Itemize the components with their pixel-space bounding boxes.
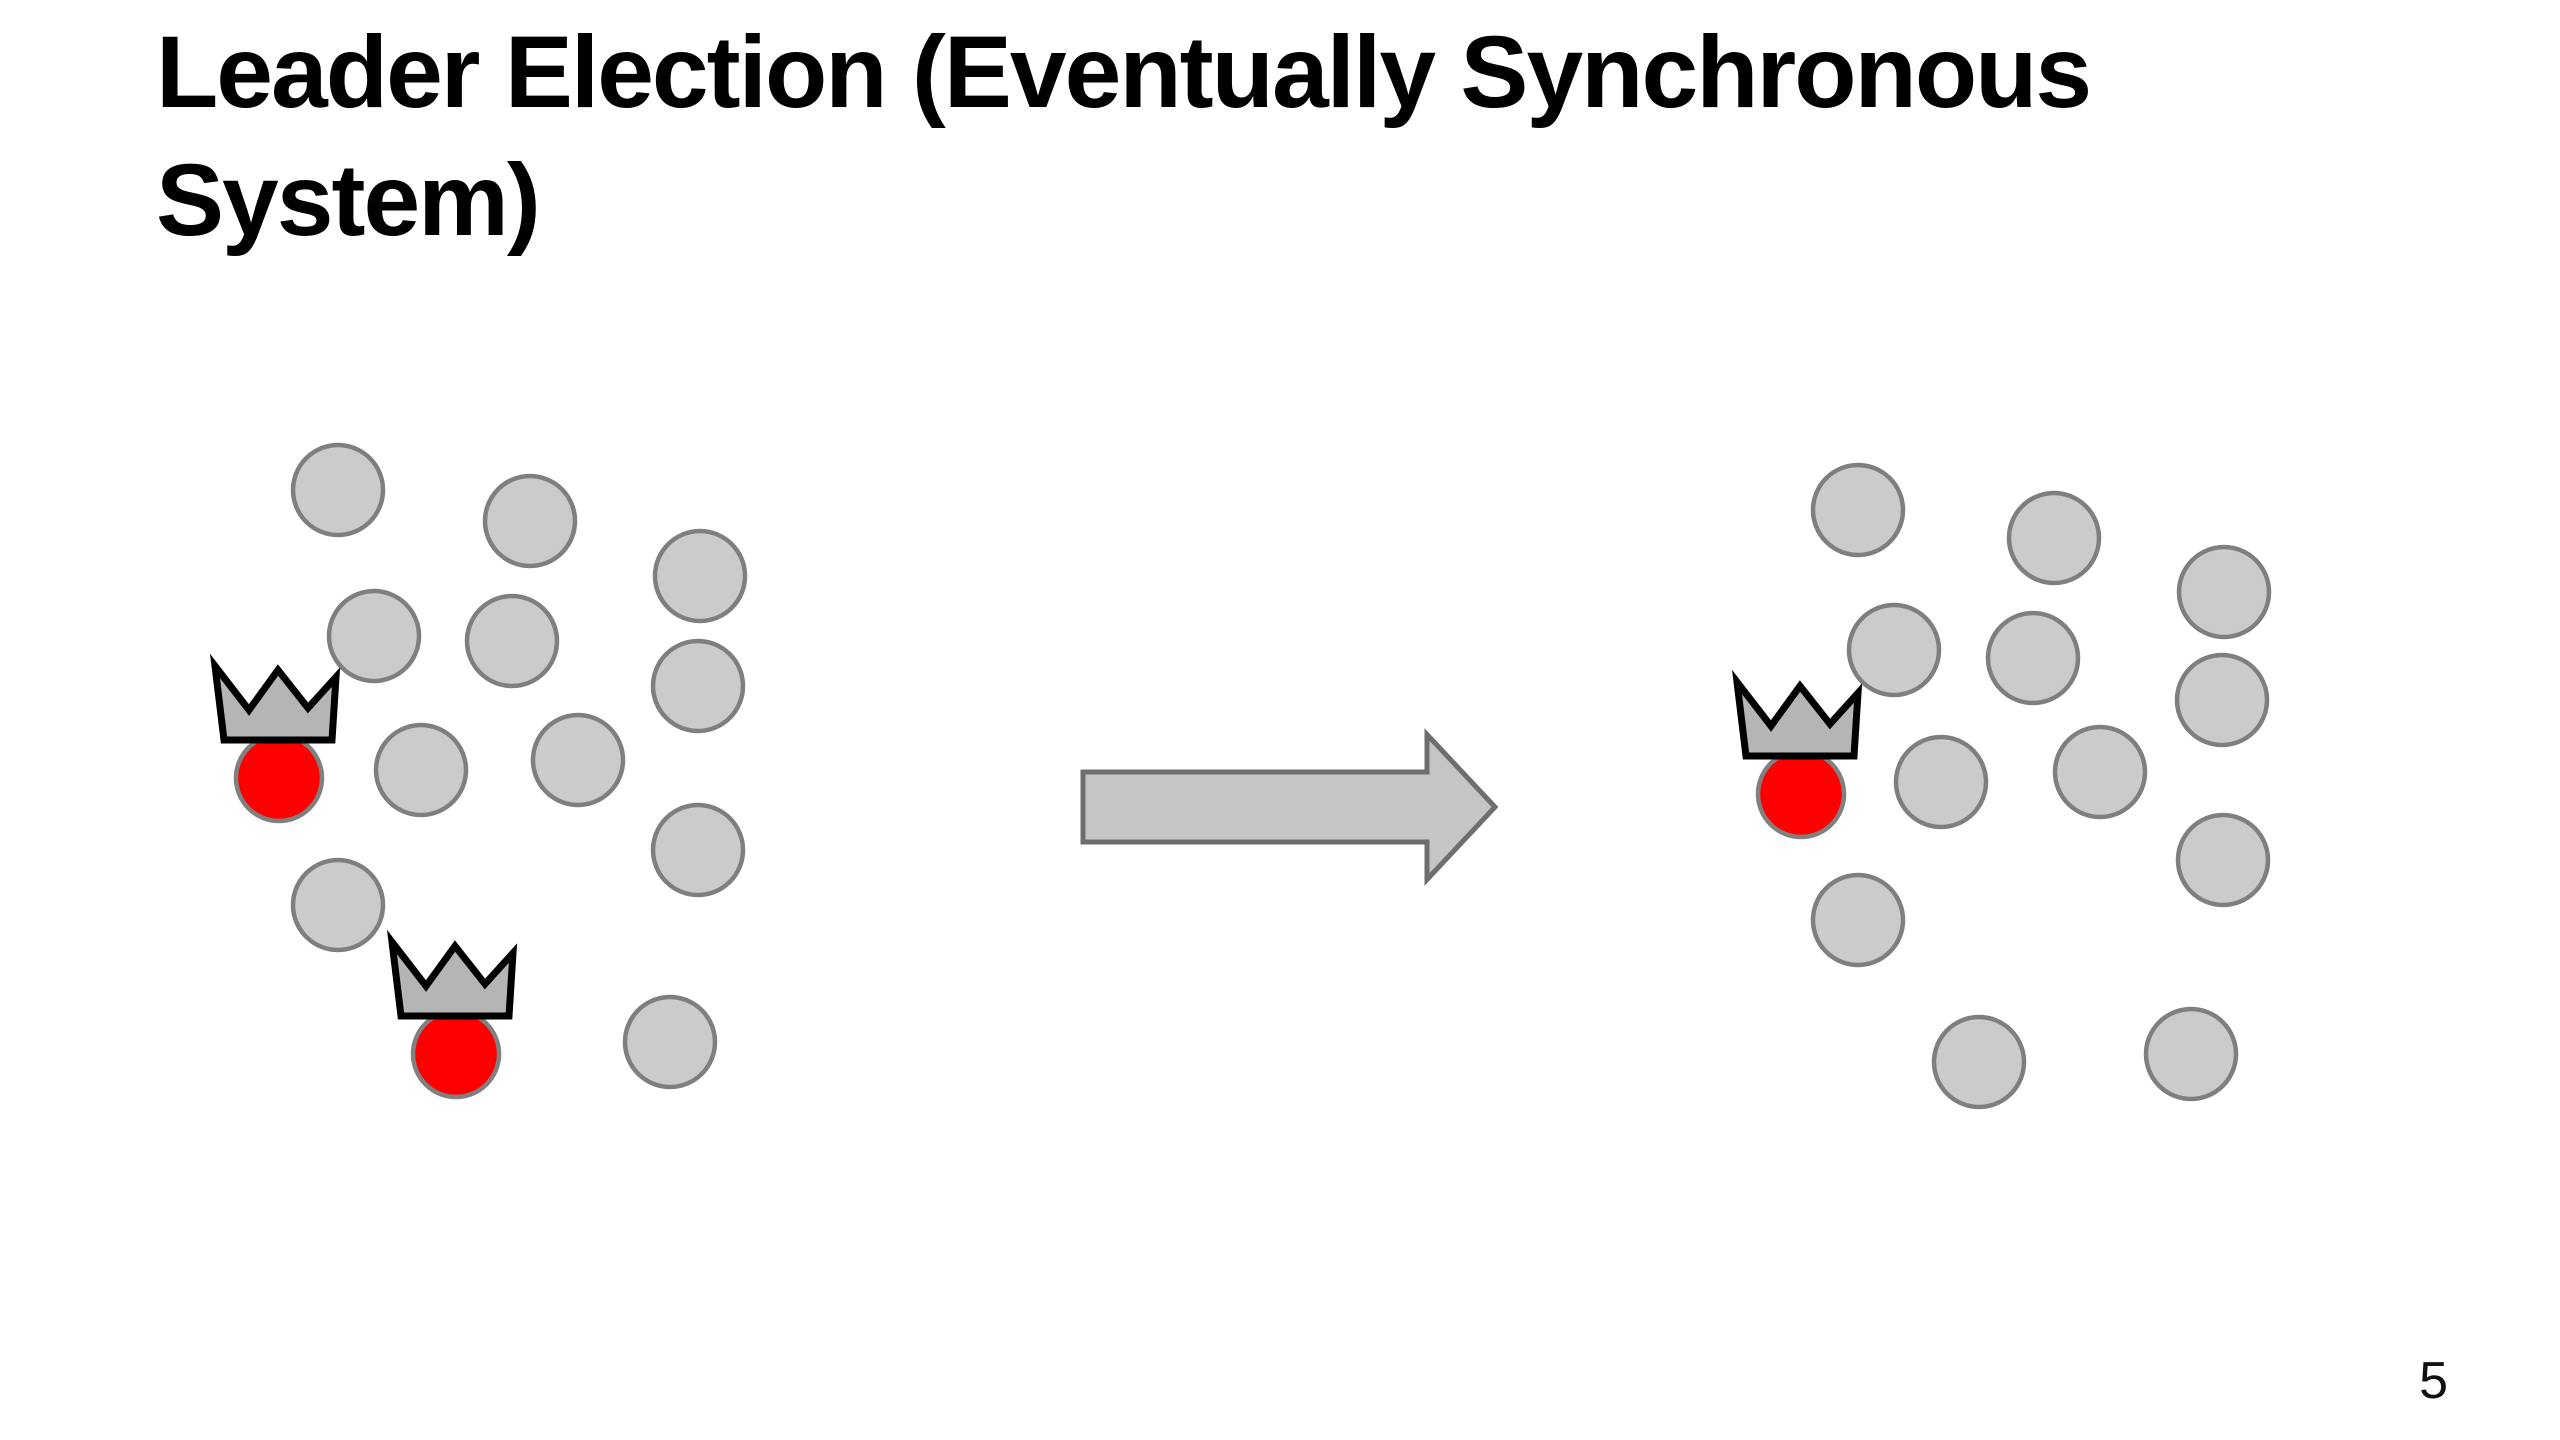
process-node (290, 857, 386, 953)
leader-node (233, 732, 325, 824)
process-node (2052, 724, 2148, 820)
process-node (1931, 1014, 2027, 1110)
process-node (530, 712, 626, 808)
process-node (1985, 610, 2081, 706)
cluster-after (1731, 462, 2272, 1110)
process-node (326, 588, 422, 684)
process-node (1893, 734, 1989, 830)
process-node (2006, 490, 2102, 586)
process-node (1810, 872, 1906, 968)
page-number: 5 (2419, 1352, 2448, 1410)
process-node (482, 473, 578, 569)
crown-icon (209, 653, 341, 744)
process-node (622, 994, 718, 1090)
process-node (1810, 462, 1906, 558)
process-node (652, 528, 748, 624)
process-node (464, 593, 560, 689)
cluster-before (209, 442, 748, 1100)
leader-node (1755, 748, 1847, 840)
process-node (650, 802, 746, 898)
crown-icon (1731, 669, 1863, 760)
process-node (650, 638, 746, 734)
process-node (290, 442, 386, 538)
process-node (2175, 812, 2271, 908)
title-line-1: Leader Election (Eventually Synchronous (156, 15, 2092, 129)
process-node (2143, 1006, 2239, 1102)
process-node (1846, 602, 1942, 698)
process-node (2176, 544, 2272, 640)
leader-node (410, 1008, 502, 1100)
crown-icon (386, 929, 518, 1020)
title-line-2: System) (156, 142, 541, 257)
process-node (2174, 652, 2270, 748)
process-node (373, 722, 469, 818)
arrow-icon (1080, 728, 1499, 886)
